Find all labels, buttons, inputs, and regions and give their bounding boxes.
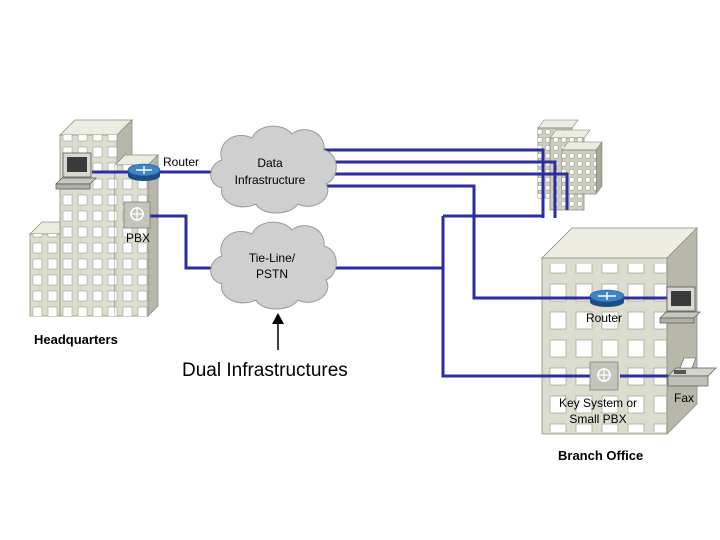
link-data-remote-2	[318, 160, 557, 218]
data-cloud-label-line2: Infrastructure	[235, 173, 306, 187]
hq-pc-icon	[55, 152, 97, 190]
hq-router-label: Router	[163, 155, 199, 169]
tie-cloud-label-line1: Tie-Line/	[249, 251, 296, 265]
remote-office-towers	[537, 119, 603, 211]
hq-router-icon	[127, 163, 161, 181]
branch-office-label: Branch Office	[558, 448, 643, 463]
tie-cloud-label-line2: PSTN	[256, 267, 288, 281]
data-infrastructure-cloud: Data Infrastructure	[210, 125, 337, 214]
diagram-title: Dual Infrastructures	[182, 360, 348, 381]
link-data-remote-3	[318, 172, 569, 210]
link-pbx-tieline	[150, 214, 212, 270]
network-links	[92, 148, 668, 378]
fax-icon	[667, 357, 717, 387]
fax-label: Fax	[674, 391, 694, 405]
link-data-remote-1	[318, 148, 545, 218]
link-data-branch-router	[322, 184, 590, 300]
link-crossover	[441, 214, 543, 268]
data-cloud-label-line1: Data	[257, 156, 283, 170]
hq-pbx-icon	[123, 201, 151, 229]
tieline-pstn-cloud: Tie-Line/ PSTN	[210, 221, 337, 310]
branch-pc-icon	[659, 286, 701, 324]
branch-router-icon	[589, 289, 625, 307]
key-system-icon	[589, 361, 619, 391]
title-arrow	[272, 313, 284, 350]
key-system-label-line1: Key System or	[559, 396, 637, 410]
link-tieline-branch	[328, 266, 590, 378]
branch-router-label: Router	[586, 311, 622, 325]
headquarters-label: Headquarters	[34, 332, 118, 347]
pbx-label: PBX	[126, 231, 150, 245]
key-system-label-line2: Small PBX	[569, 412, 626, 426]
